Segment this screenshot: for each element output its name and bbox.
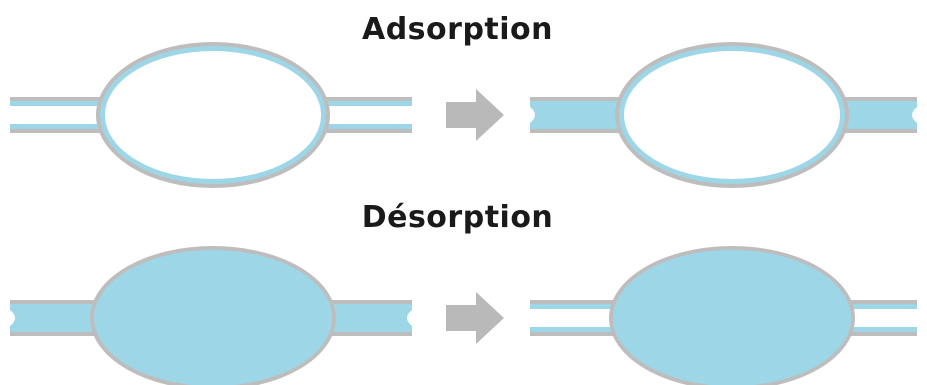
cavity-liquid — [94, 250, 332, 385]
neck-liquid-left — [530, 101, 623, 129]
neck-channel-right — [322, 106, 412, 124]
adsorption-arrow — [446, 89, 504, 141]
desorption-arrow — [446, 292, 504, 344]
meniscus-right — [407, 310, 412, 326]
neck-channel-left — [10, 106, 104, 124]
meniscus-right — [912, 107, 917, 123]
cavity-void — [105, 51, 321, 179]
neck-liquid-right — [328, 304, 412, 332]
pore-adsorption-after — [530, 42, 917, 188]
desorption-title: Désorption — [361, 200, 554, 235]
pore-desorption-before — [10, 246, 412, 385]
pore-desorption-after — [530, 246, 917, 385]
pore-adsorption-before — [10, 42, 412, 188]
adsorption-title: Adsorption — [361, 12, 554, 47]
neck-channel-right — [847, 309, 917, 327]
neck-liquid-right — [841, 101, 917, 129]
neck-channel-left — [530, 309, 617, 327]
meniscus-left — [530, 107, 535, 123]
cavity-liquid-top — [613, 250, 851, 385]
neck-liquid-left — [10, 304, 98, 332]
meniscus-left — [10, 310, 15, 326]
cavity-void — [624, 51, 840, 179]
